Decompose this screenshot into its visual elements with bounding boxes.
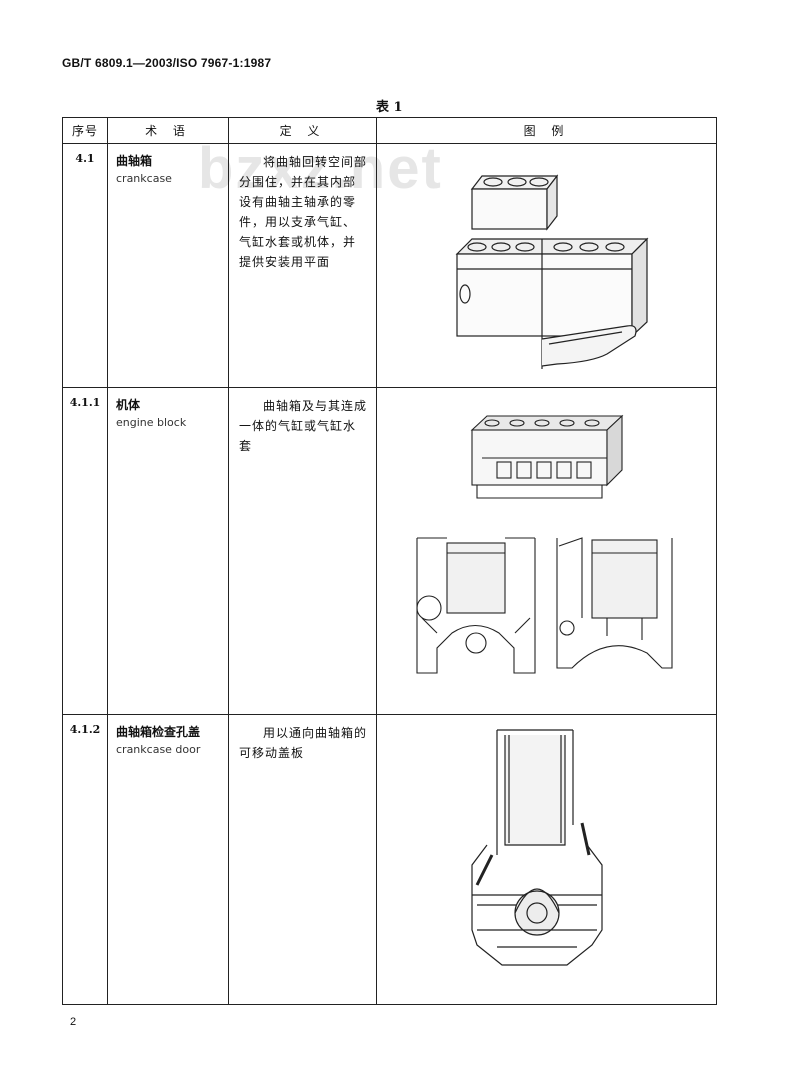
standard-header: GB/T 6809.1—2003/ISO 7967-1:1987 bbox=[62, 56, 272, 70]
terms-table: 序号 术 语 定 义 图 例 4.1 曲轴箱 crankcase 将曲轴回转空间… bbox=[62, 117, 717, 1005]
term-cell: 曲轴箱 crankcase bbox=[107, 143, 229, 388]
col-header-term: 术 语 bbox=[107, 117, 229, 144]
table-row: 4.1.1 机体 engine block 曲轴箱及与其连成一体的气缸或气缸水套 bbox=[62, 387, 717, 715]
term-zh: 机体 bbox=[116, 398, 141, 412]
row-number: 4.1 bbox=[62, 143, 108, 388]
definition-cell: 曲轴箱及与其连成一体的气缸或气缸水套 bbox=[228, 387, 377, 715]
term-cell: 机体 engine block bbox=[107, 387, 229, 715]
term-cell: 曲轴箱检查孔盖 crankcase door bbox=[107, 714, 229, 1005]
term-en: crankcase bbox=[116, 172, 172, 185]
col-header-number: 序号 bbox=[62, 117, 108, 144]
table-header-row: 序号 术 语 定 义 图 例 bbox=[62, 117, 717, 144]
row-number: 4.1.2 bbox=[62, 714, 108, 1005]
row-number: 4.1.1 bbox=[62, 387, 108, 715]
term-en: crankcase door bbox=[116, 743, 201, 756]
term-zh: 曲轴箱 bbox=[116, 154, 153, 168]
engine-block-figure bbox=[376, 387, 717, 715]
table-row: 4.1.2 曲轴箱检查孔盖 crankcase door 用以通向曲轴箱的可移动… bbox=[62, 714, 717, 1005]
definition-cell: 将曲轴回转空间部分围住，并在其内部设有曲轴主轴承的零件，用以支承气缸、气缸水套或… bbox=[228, 143, 377, 388]
crankcase-figure bbox=[376, 143, 717, 388]
crankcase-door-figure bbox=[376, 714, 717, 1005]
table-row: 4.1 曲轴箱 crankcase 将曲轴回转空间部分围住，并在其内部设有曲轴主… bbox=[62, 143, 717, 388]
col-header-figure: 图 例 bbox=[376, 117, 717, 144]
crankcase-drawing bbox=[455, 174, 649, 369]
col-header-definition: 定 义 bbox=[228, 117, 377, 144]
table-caption: 表 1 bbox=[376, 100, 403, 115]
term-zh: 曲轴箱检查孔盖 bbox=[116, 725, 201, 739]
term-en: engine block bbox=[116, 416, 187, 429]
crankcase-door-drawing bbox=[471, 729, 603, 966]
definition-cell: 用以通向曲轴箱的可移动盖板 bbox=[228, 714, 377, 1005]
page-number: 2 bbox=[70, 1016, 77, 1028]
engine-block-drawing bbox=[416, 414, 673, 674]
